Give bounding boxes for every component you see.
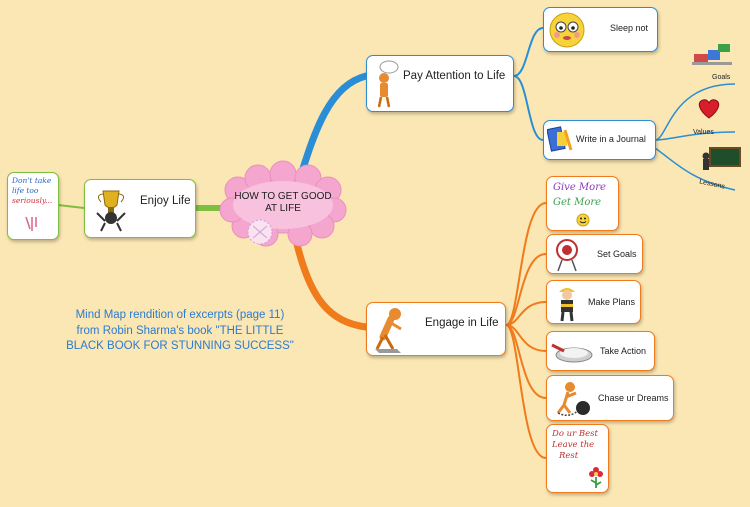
topic-pay-attention-label: Pay Attention to Life <box>403 70 506 82</box>
smiley-icon <box>576 213 590 227</box>
goals-puzzle-icon <box>692 44 732 65</box>
map-caption: Mind Map rendition of excerpts (page 11)… <box>40 308 320 355</box>
note-dont-take-line3: seriously... <box>12 196 53 205</box>
note-give-more: Give More <box>553 182 606 193</box>
central-topic-line1: HOW TO GET GOOD <box>234 191 332 202</box>
leaf-goals[interactable]: Goals <box>712 74 731 81</box>
topic-chase-dreams[interactable]: Chase ur Dreams <box>546 375 674 421</box>
topic-make-plans-label: Make Plans <box>588 297 636 307</box>
topic-sleep-not-label: Sleep not <box>610 23 649 33</box>
note-get-more: Get More <box>553 197 602 208</box>
note-do-ur-best[interactable]: Do ur Best Leave the Rest <box>546 424 609 493</box>
construction-worker-icon <box>559 288 575 322</box>
connector-sleep <box>513 27 544 77</box>
trophy-icon <box>96 190 126 232</box>
topic-write-journal[interactable]: Write in a Journal <box>543 120 656 160</box>
connector-enjoy-note <box>57 204 85 209</box>
note-do-ur-best-line1: Do ur Best <box>552 429 598 439</box>
note-dont-take-life-seriously[interactable]: Don't take life too seriously... <box>7 172 59 240</box>
flower-icon <box>589 467 603 488</box>
sleepy-face-icon <box>549 12 585 48</box>
topic-make-plans[interactable]: Make Plans <box>546 280 641 324</box>
note-give-more-get-more[interactable]: Give More Get More <box>546 176 619 231</box>
topic-enjoy-life[interactable]: Enjoy Life <box>84 179 196 238</box>
central-topic[interactable]: HOW TO GET GOOD AT LIFE <box>220 191 346 215</box>
topic-set-goals[interactable]: Set Goals <box>546 234 643 274</box>
connector-setgoals <box>505 253 547 326</box>
central-flower-shape <box>219 160 347 247</box>
topic-take-action-label: Take Action <box>600 346 647 356</box>
topic-chase-dreams-label: Chase ur Dreams <box>598 393 669 403</box>
doodle-figure-icon <box>25 216 37 231</box>
teacher-chalkboard-icon <box>702 147 741 170</box>
map-caption-line2: from Robin Sharma's book "THE LITTLE <box>76 324 284 337</box>
plate-icon <box>551 343 593 363</box>
connector-attention <box>296 72 370 182</box>
map-caption-line1: Mind Map rendition of excerpts (page 11) <box>75 309 285 321</box>
topic-pay-attention[interactable]: Pay Attention to Life <box>366 55 514 112</box>
topic-write-journal-label: Write in a Journal <box>576 134 646 144</box>
topic-sleep-not[interactable]: Sleep not <box>543 7 658 52</box>
connector-give <box>505 202 547 326</box>
journal-writing-icon <box>547 126 573 152</box>
heart-icon <box>698 99 720 119</box>
note-do-ur-best-line2: Leave the <box>552 440 595 450</box>
connector-journal <box>513 75 544 141</box>
central-topic-line2: AT LIFE <box>265 203 301 214</box>
note-dont-take-line2: life too <box>12 186 39 195</box>
connector-engage <box>292 236 370 331</box>
connector-plans <box>505 301 547 326</box>
ball-and-chain-icon <box>556 382 590 416</box>
map-caption-line3: BLACK BOOK FOR STUNNING SUCCESS" <box>66 340 294 353</box>
connector-lessons-leaf <box>654 147 736 191</box>
topic-set-goals-label: Set Goals <box>597 249 637 259</box>
connector-values-leaf <box>654 131 736 141</box>
target-icon <box>556 239 578 272</box>
topic-take-action[interactable]: Take Action <box>546 331 655 371</box>
note-dont-take-line1: Don't take <box>12 176 52 185</box>
note-do-ur-best-line3: Rest <box>559 451 579 461</box>
worker-figure-icon <box>375 308 402 353</box>
thinking-person-icon <box>377 60 399 108</box>
topic-engage-label: Engage in Life <box>425 317 499 329</box>
topic-engage-in-life[interactable]: Engage in Life <box>366 302 506 356</box>
connector-goals-leaf <box>654 83 736 141</box>
topic-enjoy-life-label: Enjoy Life <box>140 195 191 207</box>
leaf-values[interactable]: Values <box>693 129 714 136</box>
connector-best <box>505 324 547 459</box>
